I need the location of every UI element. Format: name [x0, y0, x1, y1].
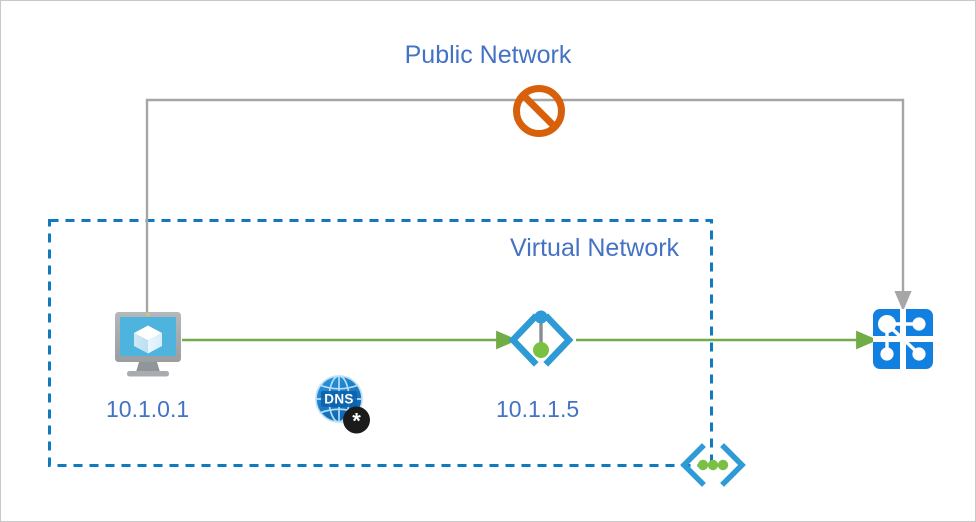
virtual-network-label: Virtual Network: [510, 234, 680, 262]
service-resource-icon: [873, 309, 933, 369]
virtual-network-boundary: [48, 219, 713, 467]
virtual-machine-icon: [115, 312, 181, 377]
no-entry-icon: [513, 85, 565, 137]
private-link-icon: [680, 443, 746, 487]
dns-globe-asterisk-icon: DNS *: [315, 375, 370, 434]
svg-text:DNS: DNS: [324, 392, 353, 407]
public-network-label: Public Network: [404, 41, 572, 69]
private-endpoint-ip-label: 10.1.1.5: [496, 396, 580, 422]
svg-text:*: *: [352, 409, 361, 434]
virtual-machine-ip-label: 10.1.0.1: [106, 396, 190, 422]
private-endpoint-icon: [508, 310, 574, 367]
